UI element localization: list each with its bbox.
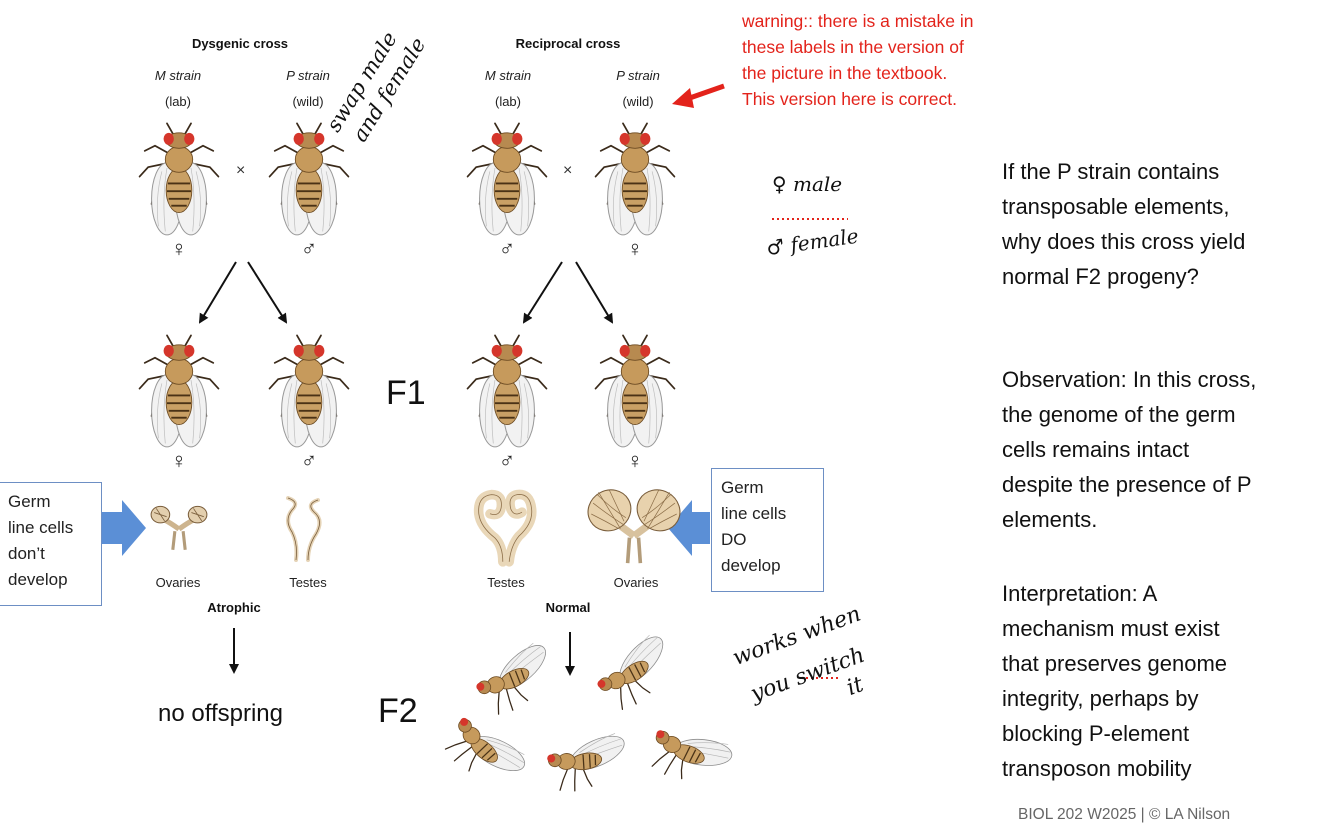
question-line-2: transposable elements, (1002, 194, 1230, 219)
testes-label-left: Testes (289, 575, 327, 590)
footer-credit: BIOL 202 W2025 | © LA Nilson (1018, 806, 1231, 823)
callout-left-line-2: line cells (8, 518, 74, 537)
interpretation-text: Interpretation: A mechanism must exist t… (1002, 576, 1332, 786)
f2-fly-5 (640, 720, 736, 784)
rc-p-strain-sub: (wild) (622, 94, 654, 109)
rc-p-strain-label: P strain (598, 68, 678, 83)
callout-left-line-4: develop (8, 570, 68, 589)
warning-line-1: warning:: there is a mistake in (742, 11, 974, 31)
male-symbol: ♂ (300, 236, 318, 261)
testes-label-right: Testes (487, 575, 525, 590)
normal-label: Normal (545, 600, 591, 615)
rc-p-strain-text: P strain (616, 68, 660, 83)
normal-ovaries (584, 482, 684, 566)
observation-line-4: despite the presence of P (1002, 472, 1252, 497)
atrophic-testes (274, 494, 334, 564)
female-symbol: ♀ (170, 236, 188, 261)
rc-f1-male-symbol: ♂ (498, 448, 516, 473)
f2-fly-3 (436, 716, 532, 780)
rc-m-strain-sub: (lab) (494, 94, 521, 109)
rc-cross-symbol: × (563, 162, 573, 179)
normal-testes (466, 480, 546, 570)
interpretation-line-3: that preserves genome (1002, 651, 1228, 676)
rc-m-strain-text: M strain (484, 68, 532, 83)
warning-line-4: This version here is correct. (742, 89, 957, 109)
question-line-4: normal F2 progeny? (1002, 264, 1199, 289)
f1-label: F1 (386, 374, 426, 412)
interpretation-line-1: Interpretation: A (1002, 581, 1158, 606)
question-text: If the P strain contains transposable el… (1002, 154, 1332, 294)
question-line-1: If the P strain contains (1002, 159, 1220, 184)
rc-parent-fly-female (580, 120, 690, 240)
m-strain-sub: (lab) (164, 94, 191, 109)
ovaries-label-right: Ovaries (613, 575, 659, 590)
callout-right-line-4: develop (721, 556, 781, 575)
rc-male-symbol: ♂ (498, 236, 516, 261)
observation-line-1: Observation: In this cross, (1002, 367, 1257, 392)
f1-female-symbol: ♀ (170, 448, 188, 473)
f2-fly-4 (536, 728, 632, 792)
observation-line-5: elements. (1002, 507, 1098, 532)
m-strain-text: M strain (154, 68, 202, 83)
callout-right-line-1: Germ (721, 478, 764, 497)
rc-m-strain-label: M strain (468, 68, 548, 83)
p-strain-label: P strain (268, 68, 348, 83)
cross-symbol: × (236, 162, 246, 179)
callout-germline-dont-develop: Germ line cells don’t develop (0, 482, 102, 606)
dysgenic-cross-title: Dysgenic cross (191, 36, 289, 51)
rc-female-symbol: ♀ (626, 236, 644, 261)
warning-line-3: the picture in the textbook. (742, 63, 948, 83)
rc-f1-fly-female (580, 332, 690, 452)
p-strain-text: P strain (286, 68, 330, 83)
interpretation-line-4: integrity, perhaps by (1002, 686, 1199, 711)
atrophic-label: Atrophic (207, 600, 261, 615)
callout-left-line-1: Germ (8, 492, 51, 511)
rc-f1-fly-male (452, 332, 562, 452)
p-strain-sub: (wild) (292, 94, 324, 109)
no-offspring-label: no offspring (158, 700, 283, 727)
f2-fly-2 (584, 640, 680, 704)
callout-left-line-3: don’t (8, 544, 45, 563)
m-strain-label: M strain (138, 68, 218, 83)
rc-f1-female-symbol: ♀ (626, 448, 644, 473)
callout-right-line-3: DO (721, 530, 747, 549)
observation-line-2: the genome of the germ (1002, 402, 1236, 427)
f2-fly-1 (464, 646, 560, 710)
f1-male-symbol: ♂ (300, 448, 318, 473)
callout-germline-do-develop: Germ line cells DO develop (711, 468, 824, 592)
interpretation-line-5: blocking P-element (1002, 721, 1190, 746)
warning-note: warning:: there is a mistake in these la… (742, 8, 1042, 112)
interpretation-line-2: mechanism must exist (1002, 616, 1220, 641)
callout-right-line-2: line cells (721, 504, 787, 523)
f1-fly-female (124, 332, 234, 452)
interpretation-line-6: transposon mobility (1002, 756, 1192, 781)
warning-line-2: these labels in the version of (742, 37, 964, 57)
f2-label: F2 (378, 692, 418, 730)
rc-parent-fly-male (452, 120, 562, 240)
question-line-3: why does this cross yield (1002, 229, 1246, 254)
reciprocal-cross-title: Reciprocal cross (515, 36, 621, 51)
atrophic-ovaries (148, 500, 210, 552)
ovaries-label-left: Ovaries (155, 575, 201, 590)
handwritten-key-female: ♀ male (772, 172, 843, 196)
f1-fly-male (254, 332, 364, 452)
observation-line-3: cells remains intact (1002, 437, 1190, 462)
observation-text: Observation: In this cross, the genome o… (1002, 362, 1332, 537)
